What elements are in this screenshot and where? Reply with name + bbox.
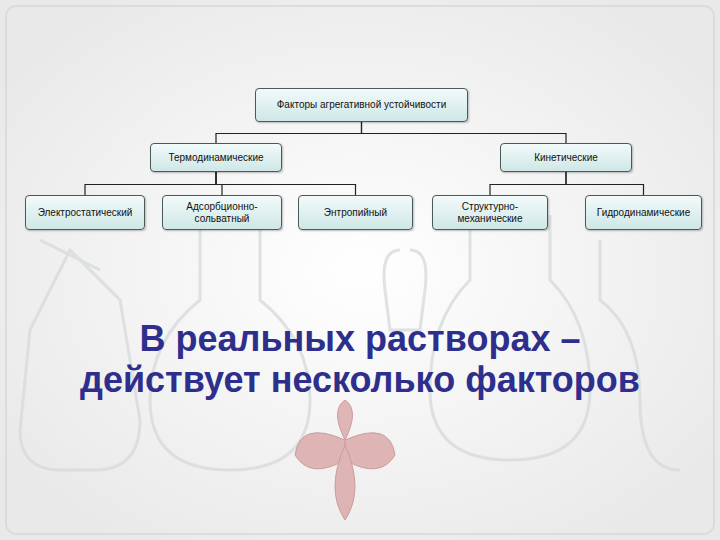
tree-connector bbox=[216, 172, 222, 195]
factor-box: Структурно- механические bbox=[432, 195, 548, 230]
factor-box: Энтропийный bbox=[298, 195, 413, 230]
tree-connector bbox=[216, 122, 362, 143]
tree-connector bbox=[490, 172, 566, 195]
factor-box: Электростатический bbox=[25, 195, 145, 230]
box-text: Электростатический bbox=[38, 207, 133, 219]
box-text: Адсорбционно- сольватный bbox=[169, 201, 275, 225]
slide-caption: В реальных растворах – действует несколь… bbox=[60, 318, 660, 401]
tree-connector bbox=[566, 172, 644, 195]
tree-connector bbox=[85, 172, 216, 195]
box-text: Энтропийный bbox=[324, 207, 387, 219]
factor-box: Термодинамические bbox=[150, 143, 282, 172]
box-text: Кинетические bbox=[534, 152, 598, 164]
factor-box: Гидродинамические bbox=[585, 195, 702, 230]
box-text: Факторы агрегативной устойчивости bbox=[277, 99, 446, 111]
box-text: Гидродинамические bbox=[597, 207, 690, 219]
factor-box: Кинетические bbox=[500, 143, 632, 172]
factor-box: Адсорбционно- сольватный bbox=[162, 195, 282, 230]
factor-box: Факторы агрегативной устойчивости bbox=[255, 88, 468, 122]
box-text: Структурно- механические bbox=[439, 201, 541, 225]
box-text: Термодинамические bbox=[168, 152, 263, 164]
tree-connector bbox=[362, 122, 567, 143]
tree-connector bbox=[216, 172, 356, 195]
